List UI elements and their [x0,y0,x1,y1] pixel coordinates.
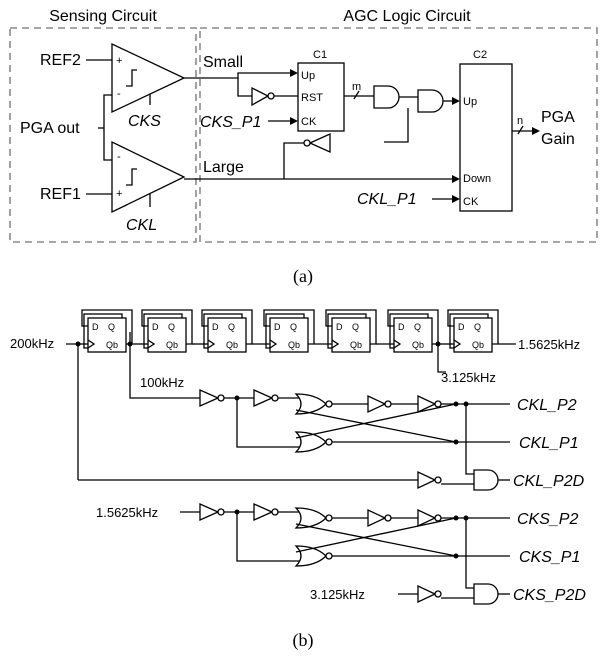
svg-text:+: + [116,55,122,67]
svg-text:D: D [274,322,281,332]
svg-text:Q: Q [352,322,359,332]
hysteresis-icon [126,168,137,186]
and-gate-1 [373,85,400,109]
svg-text:Q: Q [108,322,115,332]
sensing-circuit-box [9,27,197,243]
large-signal-label: Large [203,159,244,176]
svg-text:Qb: Qb [166,340,178,350]
svg-text:Qb: Qb [288,340,300,350]
cks-label: CKS [128,113,161,130]
svg-text:Qb: Qb [472,340,484,350]
cks-p2-label: CKS_P2 [517,511,578,528]
freq-100khz-label: 100kHz [140,375,184,390]
ckl-p1-out-label: CKL_P1 [519,435,579,452]
ckl-generator [78,388,510,491]
gain-label: Gain [541,131,575,148]
svg-text:Qb: Qb [226,340,238,350]
caption-b: (b) [293,630,314,651]
and-gate-ckl-p2d [473,469,499,491]
ref2-label: REF2 [40,52,81,69]
cks-p1-out-label: CKS_P1 [519,549,580,566]
svg-text:-: - [117,88,121,100]
svg-text:Qb: Qb [350,340,362,350]
nor-gate-cks-p2 [294,507,327,529]
svg-text:Qb: Qb [412,340,424,350]
comparator-large: - + [111,140,186,214]
svg-text:Down: Down [463,173,491,185]
and-gate-2 [417,89,444,113]
svg-text:Q: Q [168,322,175,332]
freq-3125khz-label: 3.125kHz [441,370,496,385]
svg-text:D: D [152,322,159,332]
svg-text:-: - [117,151,121,163]
counter-c2 [459,63,513,212]
pga-label: PGA [541,109,575,126]
counter-c1 [297,62,345,132]
svg-text:CK: CK [301,116,317,128]
pga-out-label: PGA out [20,120,80,137]
agc-logic-box [199,27,598,243]
input-15625khz-label: 1.5625kHz [96,505,158,520]
svg-text:Q: Q [474,322,481,332]
ckl-p2-label: CKL_P2 [517,397,577,414]
svg-text:D: D [398,322,405,332]
hysteresis-icon [126,69,137,87]
svg-text:CK: CK [463,196,479,208]
svg-text:Up: Up [463,96,477,108]
svg-text:RST: RST [301,92,323,104]
comparator-small: + - [111,42,186,114]
svg-text:D: D [336,322,343,332]
nor-gate-ckl-p2 [294,393,327,415]
junction-dot [435,341,441,347]
cks-p1-label: CKS_P1 [200,114,261,131]
svg-text:D: D [92,322,99,332]
ckl-label: CKL [126,217,157,234]
svg-text:Up: Up [301,70,315,82]
cks-generator [199,502,510,605]
small-signal-label: Small [203,54,243,71]
cks-p2d-label: CKS_P2D [513,587,586,604]
svg-text:D: D [212,322,219,332]
agc-logic-title: AGC Logic Circuit [343,8,471,25]
n-bus-label: n [517,115,523,127]
svg-text:Q: Q [228,322,235,332]
svg-text:Q: Q [414,322,421,332]
ckl-p1-label: CKL_P1 [357,191,417,208]
svg-text:Qb: Qb [106,340,118,350]
freq-15625khz-label: 1.5625kHz [518,337,580,352]
ckl-p2d-label: CKL_P2D [513,473,585,490]
c1-title: C1 [313,49,327,61]
svg-text:Q: Q [290,322,297,332]
input-3125khz-label: 3.125kHz [310,587,365,602]
m-bus-label: m [352,81,361,93]
svg-text:D: D [458,322,465,332]
caption-a: (a) [293,266,313,287]
sensing-circuit-title: Sensing Circuit [49,8,157,25]
input-200khz-label: 200kHz [10,336,54,351]
ref1-label: REF1 [40,186,81,203]
svg-text:+: + [116,188,122,200]
c2-title: C2 [473,49,487,61]
and-gate-cks-p2d [473,583,499,605]
